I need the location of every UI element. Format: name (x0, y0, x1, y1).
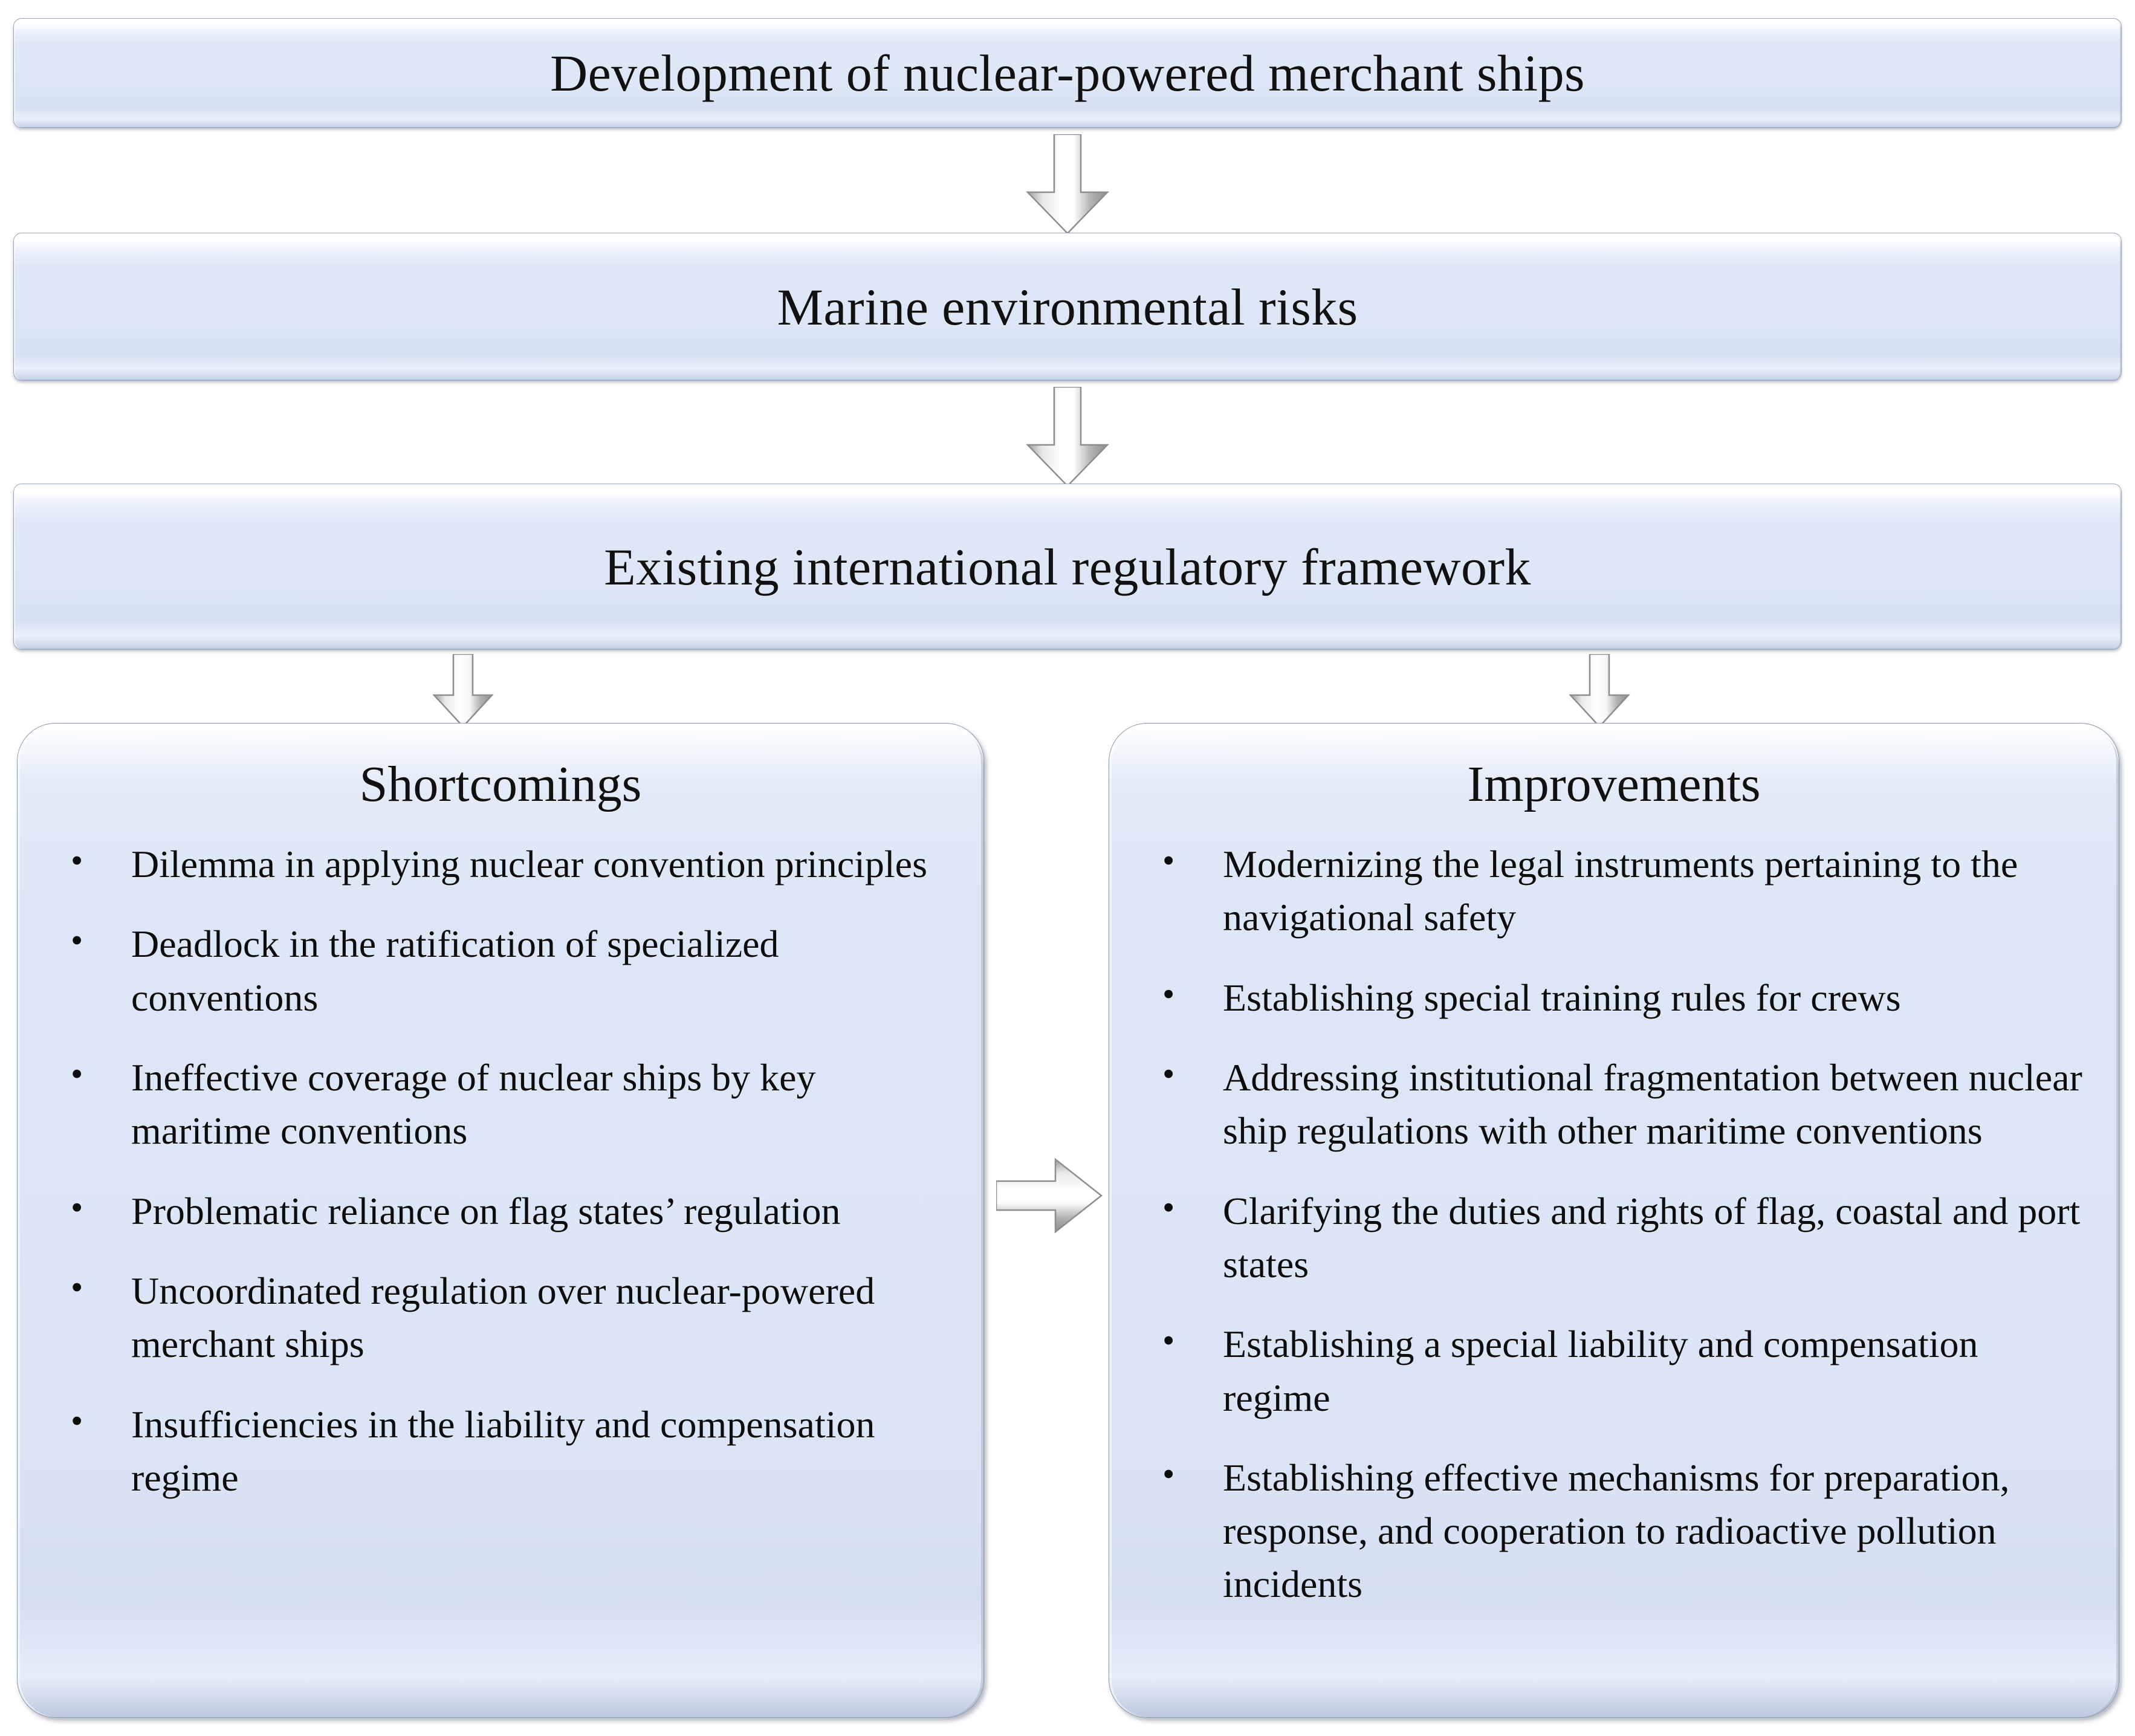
panel-improvements-title: Improvements (1467, 756, 1761, 812)
list-item: Uncoordinated regulation over nuclear-po… (54, 1263, 941, 1372)
list-item: Deadlock in the ratification of speciali… (54, 916, 941, 1025)
panel-shortcomings: Shortcomings Dilemma in applying nuclear… (17, 723, 984, 1718)
node-1-label: Development of nuclear-powered merchant … (550, 44, 1585, 102)
list-item: Modernizing the legal instruments pertai… (1145, 837, 2082, 945)
panel-improvements: Improvements Modernizing the legal instr… (1109, 723, 2119, 1718)
node-marine-environmental-risks: Marine environmental risks (13, 233, 2122, 381)
list-item: Establishing special training rules for … (1145, 970, 2082, 1025)
list-item: Dilemma in applying nuclear convention p… (54, 837, 941, 891)
node-development-of-nuclear-powered-merchant-ships: Development of nuclear-powered merchant … (13, 18, 2122, 128)
list-item: Insufficiencies in the liability and com… (54, 1397, 941, 1505)
list-item: Problematic reliance on flag states’ reg… (54, 1184, 941, 1238)
list-item: Establishing a special liability and com… (1145, 1317, 2082, 1425)
node-3-label: Existing international regulatory framew… (604, 537, 1531, 596)
panel-shortcomings-title: Shortcomings (359, 756, 642, 812)
improvements-list: Modernizing the legal instruments pertai… (1145, 837, 2082, 1611)
arrow-right-shortcomings-to-improvements (996, 1155, 1104, 1237)
node-2-label: Marine environmental risks (777, 277, 1358, 336)
list-item: Clarifying the duties and rights of flag… (1145, 1184, 2082, 1292)
node-existing-international-regulatory-framework: Existing international regulatory framew… (13, 484, 2122, 650)
shortcomings-list: Dilemma in applying nuclear convention p… (54, 837, 941, 1505)
list-item: Addressing institutional fragmentation b… (1145, 1050, 2082, 1158)
list-item: Ineffective coverage of nuclear ships by… (54, 1050, 941, 1158)
list-item: Establishing effective mechanisms for pr… (1145, 1450, 2082, 1611)
